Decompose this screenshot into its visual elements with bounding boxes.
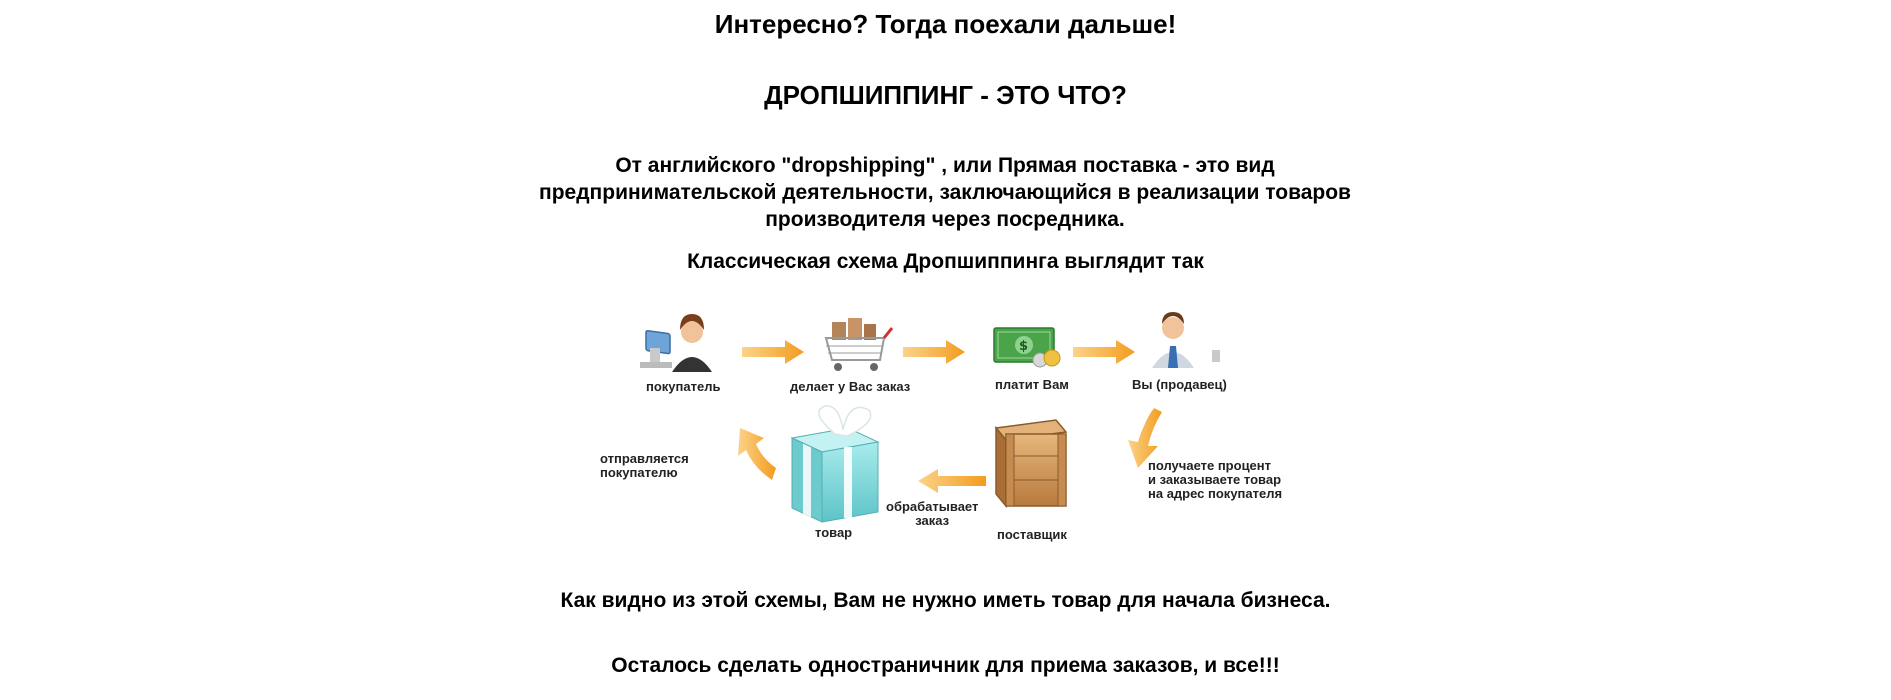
money-icon: $: [993, 327, 1061, 368]
step-label-percent-line-1: получаете процент: [1148, 458, 1272, 473]
conclusion-line-1: Как видно из этой схемы, Вам не нужно им…: [560, 589, 1331, 612]
arrow-left-icon: [918, 469, 986, 493]
step-label-seller: Вы (продавец): [1132, 377, 1227, 392]
diagram-caption: Классическая схема Дропшиппинга выглядит…: [687, 250, 1204, 273]
step-label-percent-line-2: и заказываете товар: [1148, 472, 1282, 487]
step-label-ships-line-1: отправляется: [600, 451, 689, 466]
shopping-cart-icon: [824, 318, 894, 371]
curved-arrow-icon: [1128, 408, 1162, 468]
step-label-pays: платит Вам: [995, 377, 1069, 392]
step-label-processes-line-2: заказ: [915, 513, 950, 528]
definition-paragraph: От английского "dropshipping" , или Прям…: [505, 152, 1385, 233]
definition-line-3: производителя через посредника.: [765, 208, 1125, 231]
step-label-ships-line-2: покупателю: [600, 465, 678, 480]
intro-heading: Интересно? Тогда поехали дальше!: [714, 9, 1177, 39]
buyer-icon: [640, 314, 712, 372]
step-label-processes-line-1: обрабатывает: [886, 499, 979, 514]
step-label-supplier: поставщик: [997, 527, 1067, 542]
dropshipping-diagram: $: [600, 237, 1300, 550]
section-title: ДРОПШИППИНГ - ЭТО ЧТО?: [764, 80, 1127, 110]
crate-icon: [994, 419, 1068, 509]
arrow-icon: [903, 340, 965, 364]
diagram-graphics: $: [640, 237, 1227, 523]
step-label-buyer: покупатель: [646, 379, 721, 394]
conclusion-line-2: Осталось сделать одностраничник для прие…: [611, 654, 1280, 677]
step-label-processes: обрабатывает заказ: [886, 500, 978, 528]
gift-box-icon: [790, 405, 880, 523]
step-label-percent-line-3: на адрес покупателя: [1148, 486, 1283, 501]
arrow-icon: [1073, 340, 1135, 364]
arrow-icon: [742, 340, 804, 364]
step-label-ships: отправляется покупателю: [600, 452, 689, 480]
definition-line-2: предпринимательской деятельности, заключ…: [539, 181, 1351, 204]
definition-line-1: От английского "dropshipping" , или Прям…: [615, 154, 1275, 177]
curved-arrow-icon: [738, 428, 776, 480]
step-label-percent: получаете процент и заказываете товар на…: [1148, 459, 1282, 501]
svg-text:$: $: [1019, 339, 1028, 354]
step-label-goods: товар: [815, 525, 853, 540]
step-label-orders: делает у Вас заказ: [790, 379, 911, 394]
seller-icon: [1152, 237, 1227, 368]
